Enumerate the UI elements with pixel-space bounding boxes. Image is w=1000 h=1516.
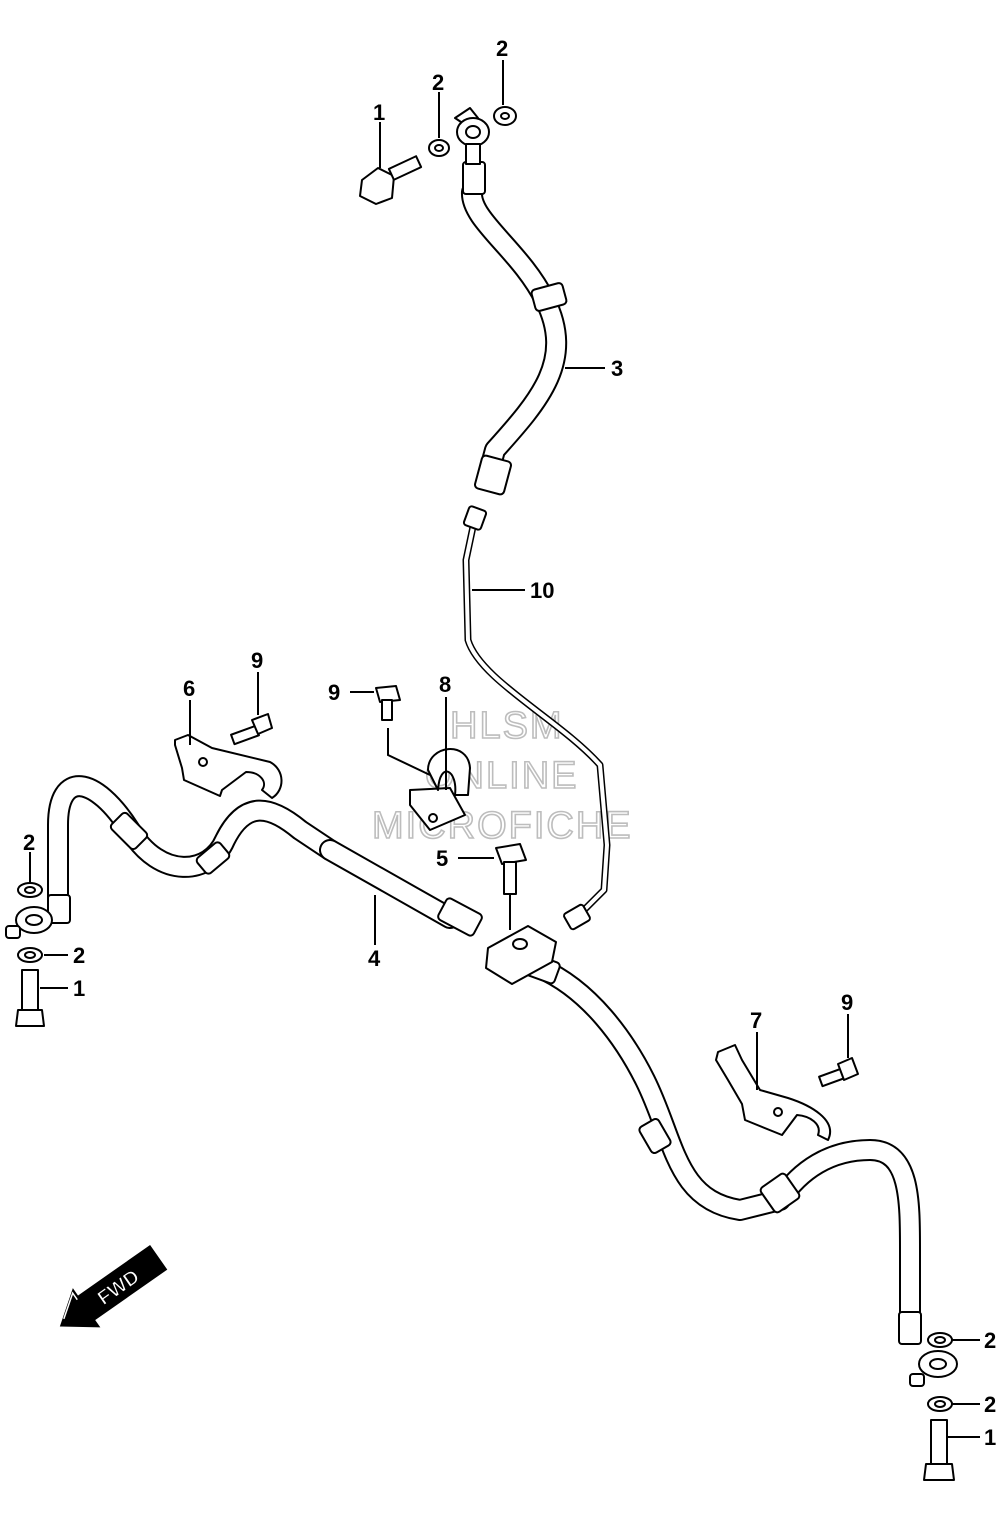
callout-2-top-a: 2: [432, 70, 444, 95]
union-bolt-top: [359, 155, 423, 205]
callouts: 1 2 2 3 10 9 6 9 8 2 2 1 5 4 7 9 2 2 1: [23, 36, 996, 1450]
bolt-9a: [230, 713, 273, 746]
union-bolt-left: [15, 969, 45, 1027]
hose-crimp-ring: [195, 841, 231, 875]
watermark: HLSM ONLINE MICROFICHE: [371, 704, 633, 848]
union-bolt-right: [923, 1419, 955, 1481]
metal-brake-pipe: [462, 505, 611, 931]
hose-crimp-ring: [109, 811, 149, 851]
hose-crimp-ring: [759, 1172, 801, 1214]
pipe-flare-nut: [563, 903, 591, 931]
callout-7: 7: [750, 1008, 762, 1033]
junction-block: [485, 925, 557, 985]
callout-2-left-a: 2: [23, 830, 35, 855]
hose-fitting: [898, 1311, 922, 1345]
callout-1-top: 1: [373, 100, 385, 125]
callout-9-c: 9: [841, 990, 853, 1015]
pipe-flare-nut: [462, 505, 488, 531]
callout-5: 5: [436, 846, 448, 871]
hose-crimp-ring: [474, 454, 512, 496]
callout-1-left: 1: [73, 976, 85, 1001]
callout-2-left-b: 2: [73, 943, 85, 968]
hose-crimp-ring: [437, 897, 483, 937]
bolt-9b: [375, 685, 401, 721]
callout-4: 4: [368, 946, 381, 971]
callout-1-right: 1: [984, 1425, 996, 1450]
hose-fitting: [47, 894, 71, 924]
lower-brake-hose: [5, 775, 958, 1387]
callout-3: 3: [611, 356, 623, 381]
callout-2-top-b: 2: [496, 36, 508, 61]
watermark-line-1: HLSM: [450, 705, 564, 747]
callout-9-b: 9: [328, 680, 340, 705]
callout-10: 10: [530, 578, 554, 603]
hose-crimp-ring: [530, 282, 568, 312]
callout-6: 6: [183, 676, 195, 701]
watermark-line-3: MICROFICHE: [372, 805, 633, 847]
hose-crimp-ring: [638, 1117, 672, 1155]
hose-fitting: [462, 161, 486, 195]
hose-clamp: [409, 748, 471, 831]
callout-8: 8: [439, 672, 451, 697]
callout-9-a: 9: [251, 648, 263, 673]
bracket-right: [715, 1044, 831, 1141]
leader-lines: [29, 60, 980, 1438]
bracket-left: [174, 734, 283, 799]
callout-2-right-a: 2: [984, 1328, 996, 1353]
upper-brake-hose: [454, 107, 568, 496]
callout-2-right-b: 2: [984, 1392, 996, 1417]
bolt-9c: [818, 1057, 859, 1088]
bolt-5: [495, 843, 527, 895]
fwd-direction-arrow: FWD: [59, 1245, 168, 1328]
